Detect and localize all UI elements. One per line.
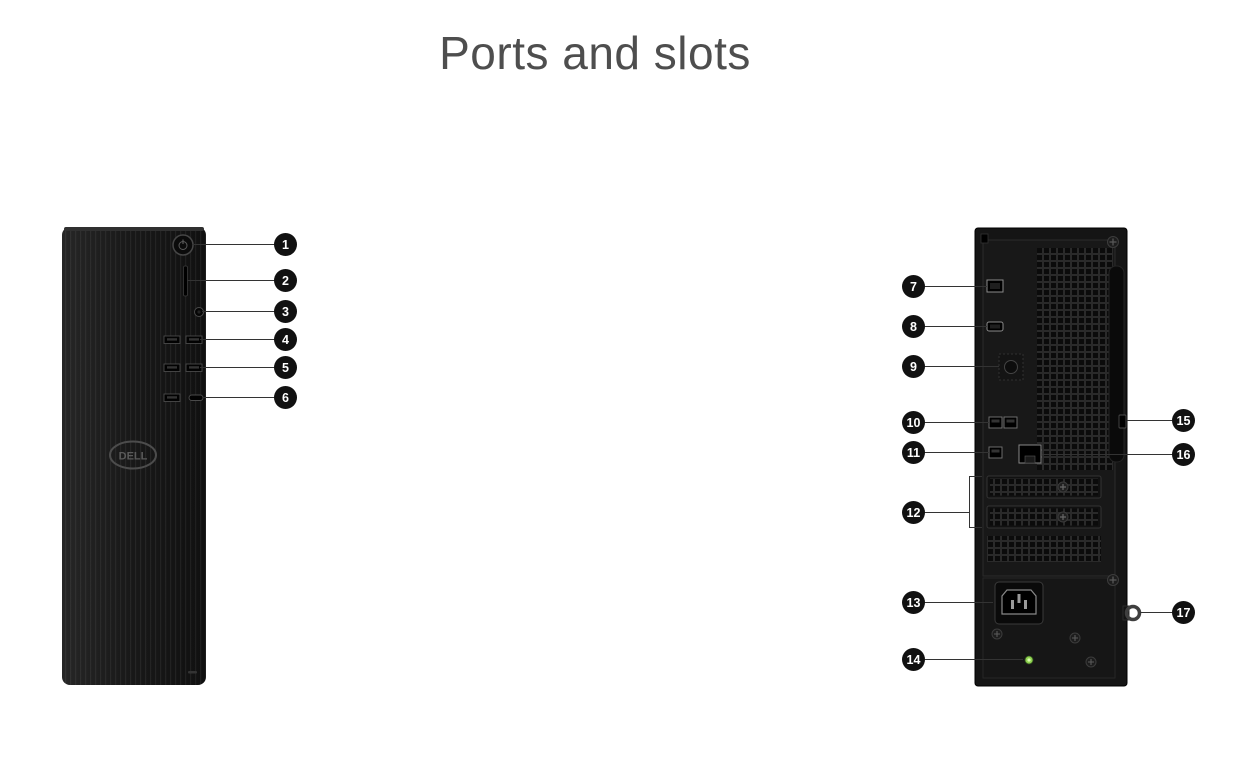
callout-11: 11 bbox=[902, 441, 925, 464]
callout-8-leader bbox=[913, 326, 987, 327]
callout-1: 1 bbox=[274, 233, 297, 256]
slot-screw-1 bbox=[1057, 481, 1069, 493]
dell-logo: DELL bbox=[109, 440, 157, 470]
power-button bbox=[172, 234, 194, 256]
callout-17-leader bbox=[1140, 612, 1184, 613]
callout-3: 3 bbox=[274, 300, 297, 323]
headset-jack bbox=[194, 307, 204, 317]
psu-screw-right bbox=[1069, 632, 1081, 644]
optional-port-knockout bbox=[998, 353, 1024, 381]
vent-grille bbox=[987, 248, 1113, 562]
callout-10-leader bbox=[913, 422, 989, 423]
callout-1-leader bbox=[192, 244, 285, 245]
callout-9: 9 bbox=[902, 355, 925, 378]
callout-9-leader bbox=[913, 366, 999, 367]
slot-screw-2 bbox=[1057, 511, 1069, 523]
chassis-screw-top bbox=[1107, 236, 1119, 248]
callout-6: 6 bbox=[274, 386, 297, 409]
sd-card-slot bbox=[183, 265, 188, 297]
usb-ports-back bbox=[988, 416, 1018, 429]
callout-7-leader bbox=[913, 286, 987, 287]
callout-14-leader bbox=[913, 659, 1023, 660]
usb-port-back-single bbox=[988, 446, 1003, 459]
callout-2-leader bbox=[187, 280, 285, 281]
callout-12-bracket-bottom bbox=[969, 527, 982, 528]
psu-diagnostic-led bbox=[1024, 655, 1034, 665]
front-view-illustration: DELL bbox=[62, 227, 206, 685]
psu-screw-bottom bbox=[1085, 656, 1097, 668]
ethernet-port bbox=[1018, 444, 1042, 464]
chassis-screw-mid bbox=[1107, 574, 1119, 586]
dell-logo-text: DELL bbox=[119, 451, 148, 463]
callout-8: 8 bbox=[902, 315, 925, 338]
callout-4: 4 bbox=[274, 328, 297, 351]
page-title: Ports and slots bbox=[439, 27, 751, 79]
expansion-slot-2 bbox=[986, 505, 1102, 529]
expansion-slot-1 bbox=[986, 475, 1102, 499]
callout-13: 13 bbox=[902, 591, 925, 614]
hdmi-port bbox=[986, 321, 1004, 332]
callout-3-leader bbox=[202, 311, 285, 312]
callout-12-bracket-top bbox=[969, 476, 982, 477]
callout-12-bracket bbox=[969, 476, 970, 528]
callout-15-leader bbox=[1127, 420, 1184, 421]
callout-4-leader bbox=[200, 339, 285, 340]
power-connector bbox=[994, 581, 1044, 625]
usb-a-port bbox=[163, 393, 181, 402]
displayport bbox=[986, 279, 1004, 293]
callout-11-leader bbox=[913, 452, 989, 453]
callout-10: 10 bbox=[902, 411, 925, 434]
callout-6-leader bbox=[203, 397, 285, 398]
hanging-hole bbox=[980, 233, 989, 244]
security-cable-slot bbox=[1118, 414, 1127, 429]
callout-2: 2 bbox=[274, 269, 297, 292]
callout-14: 14 bbox=[902, 648, 925, 671]
callout-12: 12 bbox=[902, 501, 925, 524]
callout-15: 15 bbox=[1172, 409, 1195, 432]
callout-16: 16 bbox=[1172, 443, 1195, 466]
back-view-illustration bbox=[974, 227, 1142, 687]
power-icon bbox=[178, 239, 188, 250]
callout-16-leader bbox=[1042, 454, 1184, 455]
callout-5-leader bbox=[200, 367, 285, 368]
latch-handle bbox=[1108, 265, 1125, 463]
callout-5: 5 bbox=[274, 356, 297, 379]
callout-13-leader bbox=[913, 602, 993, 603]
callout-17: 17 bbox=[1172, 601, 1195, 624]
padlock-ring bbox=[1122, 604, 1142, 622]
callout-12-leader bbox=[913, 512, 970, 513]
psu-screw-left bbox=[991, 628, 1003, 640]
callout-7: 7 bbox=[902, 275, 925, 298]
usb-c-port bbox=[188, 394, 204, 401]
